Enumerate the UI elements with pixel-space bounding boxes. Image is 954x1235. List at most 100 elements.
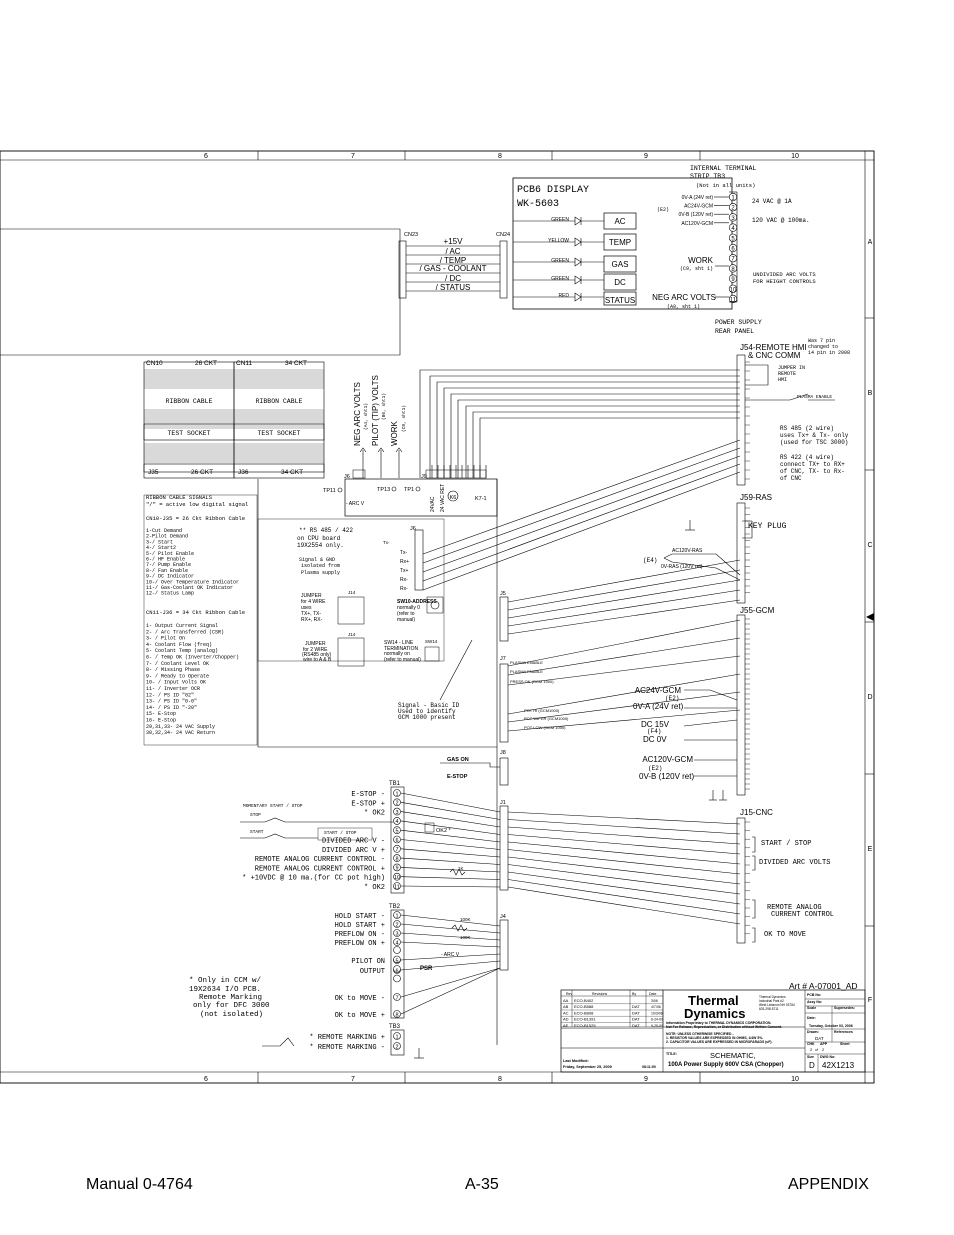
legend-item: 6- / Temp OK (Inverter/Chopper) — [146, 655, 239, 661]
connector-label: CN11 — [236, 360, 253, 367]
ac120v-gcm-label: AC120V-GCM — [642, 755, 693, 764]
title-field: DWG No: — [820, 1055, 835, 1059]
title-field: CHK — [807, 1042, 815, 1046]
revision-id: AA — [563, 998, 569, 1003]
indicator-box — [603, 212, 637, 230]
wire — [400, 820, 501, 835]
proprietary-notice: Information Proprietary to THERMAL DYNAM… — [666, 1021, 771, 1025]
wire — [450, 393, 740, 478]
sheet-of: of — [815, 1048, 818, 1052]
switch-label: SW14 — [425, 639, 438, 644]
wire — [507, 834, 741, 855]
terminal-circle — [393, 1032, 401, 1040]
j54-note: Was 7 pin — [808, 338, 835, 344]
switch-wire — [240, 817, 393, 823]
column-marker: 9 — [644, 153, 648, 160]
connector-label: J6 — [410, 526, 416, 532]
wire — [663, 557, 741, 581]
wire — [507, 691, 741, 723]
connector-label: 34 CKT — [285, 360, 307, 367]
wire — [422, 463, 741, 582]
j6-pin-label: Rx- — [400, 577, 408, 583]
legend-item: 8-/ Fan Enable — [146, 568, 188, 574]
j7-signal-label: POT WIPER (GCM1000) — [524, 716, 569, 721]
wire — [507, 811, 741, 825]
legend-title: RIBBON CABLE SIGNALS — [146, 494, 213, 501]
connector-label: J9 — [421, 474, 427, 480]
terminal-number: 6 — [731, 247, 735, 253]
connector-label: J14 — [348, 632, 356, 637]
wire — [400, 792, 501, 813]
terminal-circle — [393, 807, 401, 816]
connector-label: J8 — [500, 750, 506, 756]
tb3-terminal-label: AC24V-GCM — [684, 204, 713, 210]
rs485-note: ** RS 485 / 422 — [299, 527, 353, 534]
wire — [507, 879, 741, 915]
wire — [400, 802, 501, 820]
title-block-header: Rev — [566, 992, 572, 996]
tb3-title: STRIP TB3 — [690, 173, 725, 180]
reference-label: (A4, sht1) — [363, 403, 369, 430]
title-field: Sheet — [840, 1042, 850, 1046]
jumper-label: JUMPER — [305, 641, 326, 647]
terminal-circle — [393, 974, 401, 983]
terminal-number: 7 — [395, 847, 398, 853]
wire — [507, 864, 741, 895]
switch-label: START — [250, 829, 264, 835]
j7-signal-label: POT HI (GCM1000) — [524, 708, 560, 713]
jumper-j14 — [337, 596, 365, 625]
wire — [457, 399, 740, 478]
terminal-circle — [393, 798, 401, 807]
pcb6-title: PCB6 DISPLAY — [517, 185, 589, 196]
legend-item: 12- / PS ID "02" — [146, 692, 194, 698]
revision-date: 9-25-09 — [651, 1024, 663, 1028]
terminal-circle — [393, 1042, 401, 1050]
legend-item: 6-/ HF Enable — [146, 557, 185, 563]
column-marker: 8 — [498, 1076, 502, 1083]
wire — [465, 405, 740, 478]
terminal-number: 11 — [730, 298, 737, 304]
terminal-number: 4 — [395, 940, 398, 946]
jumper-label: JUMPER — [301, 593, 322, 599]
terminal-number: 11 — [394, 884, 400, 890]
connector-j6 — [352, 469, 366, 479]
test-point — [391, 486, 397, 492]
title-field: Date: — [807, 1016, 816, 1020]
signal-label: / AC — [445, 247, 460, 256]
revision-date: 6-24-09 — [651, 1018, 663, 1022]
footnote: 19X2634 I/O PCB. — [189, 986, 261, 994]
title-block-header: Date — [649, 992, 656, 996]
wire — [507, 589, 741, 627]
arrow-icon — [377, 447, 385, 453]
wire — [439, 639, 473, 701]
tb2-terminal-label: HOLD START - — [335, 913, 385, 921]
undivided-arc-volts-note: FOR HEIGHT CONTROLS — [753, 278, 816, 285]
column-marker: 6 — [204, 153, 208, 160]
j6-pin-label: Rx- — [400, 586, 408, 592]
company-address: Industrial Park #2 — [759, 999, 784, 1003]
wire — [507, 569, 741, 611]
wire — [440, 762, 500, 768]
revision-by: DAT — [632, 1004, 640, 1009]
ac24v-gcm-label: AC24V-GCM — [635, 686, 682, 695]
key-plug-label: KEY PLUG — [748, 522, 787, 531]
last-modified-date: Friday, September 25, 2009 — [563, 1065, 612, 1069]
indicator-label: STATUS — [605, 296, 635, 305]
wire — [479, 417, 740, 478]
legend-item: 3- / Pilot On — [146, 636, 185, 642]
column-marker: 6 — [204, 1076, 208, 1083]
signal-id-note: GCM 1000 present — [398, 714, 456, 721]
title-field: Assy No: — [807, 1000, 822, 1004]
wire — [400, 923, 501, 934]
wire — [507, 856, 741, 885]
divided-arc-volts-label: DIVIDED ARC VOLTS — [759, 859, 830, 867]
jumper-note: JUMPER IN — [778, 365, 805, 371]
drawing-date: Tuesday, October 03, 2006 — [809, 1024, 853, 1028]
led-icon — [574, 237, 582, 247]
legend-item: 10- / Input Volts OK — [146, 680, 206, 686]
test-socket — [233, 423, 325, 441]
signal-label: 24 VAC RET — [440, 484, 446, 512]
row-marker: B — [868, 390, 873, 397]
power-supply-note: REAR PANEL — [715, 328, 754, 335]
pcb6-part: WK-5603 — [517, 199, 559, 210]
